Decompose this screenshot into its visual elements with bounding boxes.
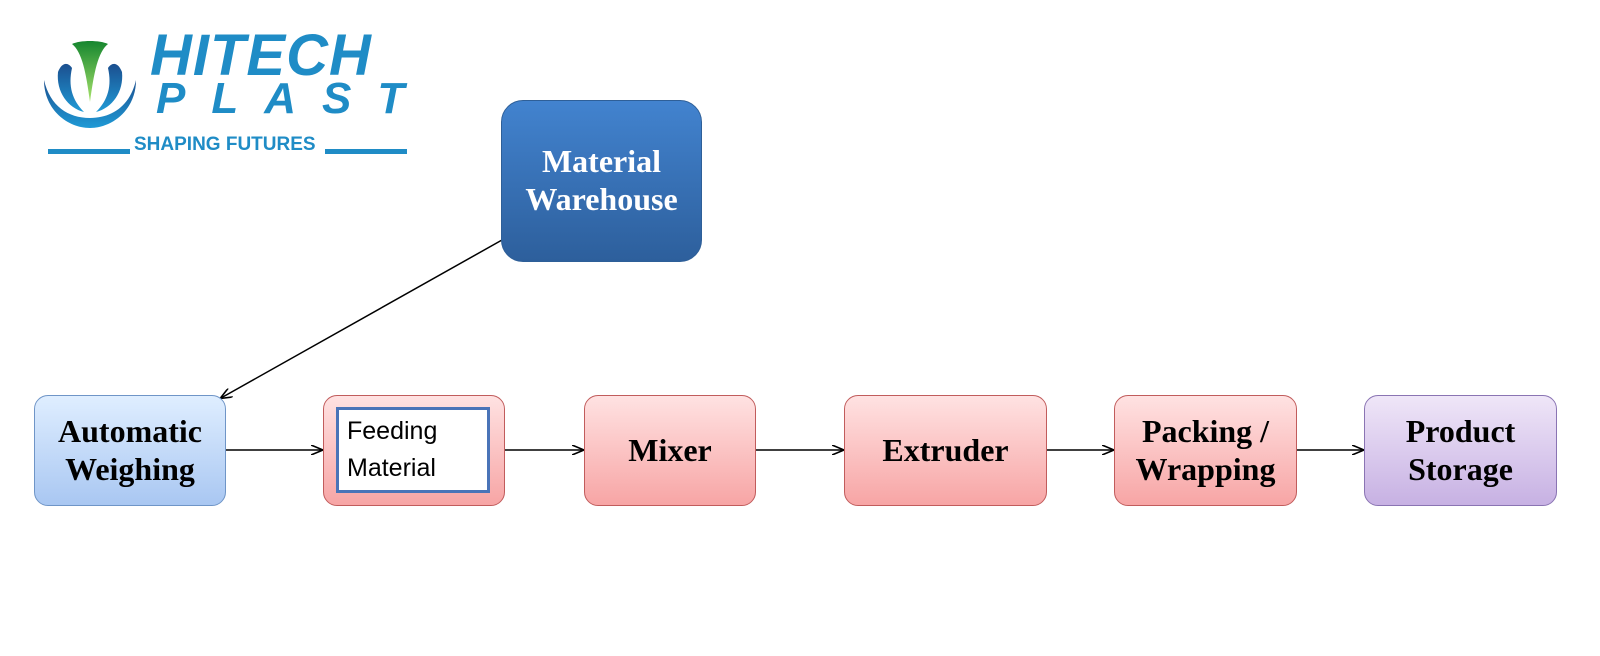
- node-automatic-weighing: Automatic Weighing: [34, 395, 226, 506]
- tagline-rule-left: [48, 149, 130, 154]
- feeding-material-textbox: Feeding Material: [336, 407, 490, 493]
- node-extruder-label: Extruder: [882, 431, 1009, 468]
- node-feeding-material-label: Feeding Material: [347, 416, 438, 483]
- node-extruder: Extruder: [844, 395, 1047, 506]
- node-packing-wrapping-label: Packing / Wrapping: [1135, 412, 1276, 487]
- logo-tagline: SHAPING FUTURES: [134, 134, 316, 155]
- node-packing-wrapping: Packing / Wrapping: [1114, 395, 1297, 506]
- company-logo: HITECH PLAST SHAPING FUTURES: [38, 23, 418, 163]
- node-automatic-weighing-label: Automatic Weighing: [58, 412, 202, 487]
- node-product-storage: Product Storage: [1364, 395, 1557, 506]
- arrow-warehouse-to-weighing: [221, 239, 503, 398]
- node-mixer: Mixer: [584, 395, 756, 506]
- node-mixer-label: Mixer: [628, 431, 712, 468]
- node-feeding-material: Feeding Material: [323, 395, 505, 506]
- logo-emblem-icon: [44, 41, 136, 128]
- node-material-warehouse: Material Warehouse: [501, 100, 702, 262]
- node-product-storage-label: Product Storage: [1405, 412, 1516, 487]
- node-material-warehouse-label: Material Warehouse: [525, 143, 678, 217]
- logo-wordmark-plast: PLAST: [156, 74, 431, 123]
- tagline-rule-right: [325, 149, 407, 154]
- logo-wordmark-hitech: HITECH: [150, 23, 372, 88]
